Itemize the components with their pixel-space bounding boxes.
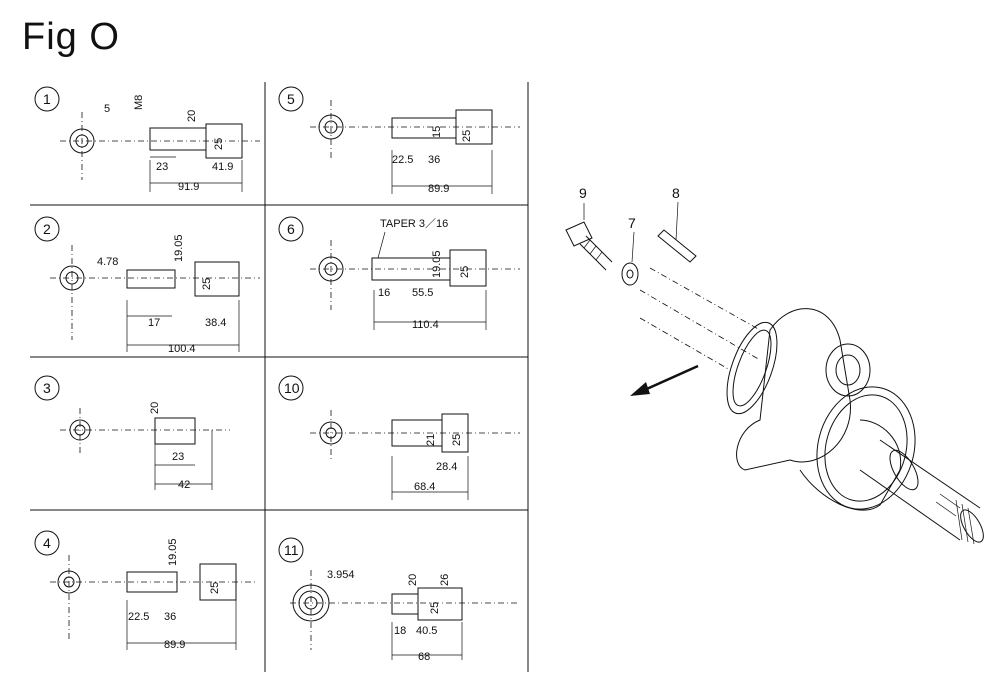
dim-25: 25 [429,602,441,614]
dim-28-4: 28.4 [436,461,457,473]
dim-19-05: 19.05 [167,538,179,566]
direction-arrow [630,364,699,396]
panel-number: 4 [43,535,51,551]
dim-22-5: 22.5 [392,154,413,166]
dim-68: 68 [418,651,430,663]
dim-19-05: 19.05 [431,250,443,278]
dim-21: 21 [425,434,437,446]
crank-web [736,308,902,511]
dim-5: 5 [104,103,110,115]
dim-20: 20 [407,574,419,586]
dim-25: 25 [459,266,471,278]
panel-1: 1 5 M8 20 23 25 41.9 91.9 [34,86,260,193]
dim-36: 36 [428,154,440,166]
dim-23: 23 [156,161,168,173]
dim-3-954: 3.954 [327,569,355,581]
dim-26: 26 [439,574,451,586]
key-part: 8 [657,185,697,263]
panel-number: 6 [287,221,295,237]
output-shaft [859,439,984,545]
dim-20: 20 [149,402,161,414]
dim-41-9: 41.9 [212,161,233,173]
crankshaft-exploded-view: 9 7 8 [565,185,984,545]
panel-number: 5 [287,91,295,107]
dim-18: 18 [394,625,406,637]
dim-89-9: 89.9 [164,639,185,651]
callout-bolt: 9 [579,185,587,201]
dim-17: 17 [148,317,160,329]
dim-25: 25 [451,434,463,446]
panel-11: 11 3.954 20 26 25 18 40.5 68 [278,537,520,663]
panel-number: 11 [284,542,299,558]
panel-3: 3 20 23 42 [34,375,230,491]
timing-gear [726,321,778,415]
dim-19-05: 19.05 [173,234,185,262]
dim-38-4: 38.4 [205,317,226,329]
panel-grid [30,82,529,672]
callout-washer: 7 [628,215,636,231]
panel-6: 6 TAPER 3／16 19.05 25 16 55.5 110.4 [278,216,520,331]
panel-10: 10 21 25 28.4 68.4 [278,375,520,500]
panel-number: 3 [43,380,51,396]
dim-23: 23 [172,451,184,463]
bolt-part: 9 [565,185,613,271]
dim-15: 15 [431,126,443,138]
dim-40-5: 40.5 [416,625,437,637]
dim-91-9: 91.9 [178,181,199,193]
dim-55-5: 55.5 [412,287,433,299]
dim-42: 42 [178,479,190,491]
panel-number: 1 [43,91,51,107]
crank-gear [816,386,916,510]
dim-20: 20 [186,110,198,122]
dim-25: 25 [213,138,225,150]
dim-16: 16 [378,287,390,299]
panel-4: 4 19.05 25 22.5 36 89.9 [34,530,255,651]
dim-25: 25 [209,582,221,594]
panel-number: 10 [284,380,300,396]
washer-part: 7 [621,215,639,286]
dim-m8: M8 [133,95,145,110]
callout-key: 8 [672,185,680,201]
dim-89-9: 89.9 [428,183,449,195]
figure-title: Fig O [22,16,120,58]
panel-number: 2 [43,221,51,237]
dim-100-4: 100.4 [168,343,196,355]
panel-5: 5 15 25 22.5 36 89.9 [278,86,520,195]
dim-110-4: 110.4 [412,319,439,331]
dim-25: 25 [461,130,473,142]
dim-68-4: 68.4 [414,481,435,493]
taper-label: TAPER 3／16 [380,217,448,230]
dim-22-5: 22.5 [128,611,149,623]
panel-2: 2 4.78 19.05 25 17 38.4 100.4 [34,216,260,355]
dim-36: 36 [164,611,176,623]
dim-25: 25 [201,278,213,290]
dim-4-78: 4.78 [97,256,118,268]
